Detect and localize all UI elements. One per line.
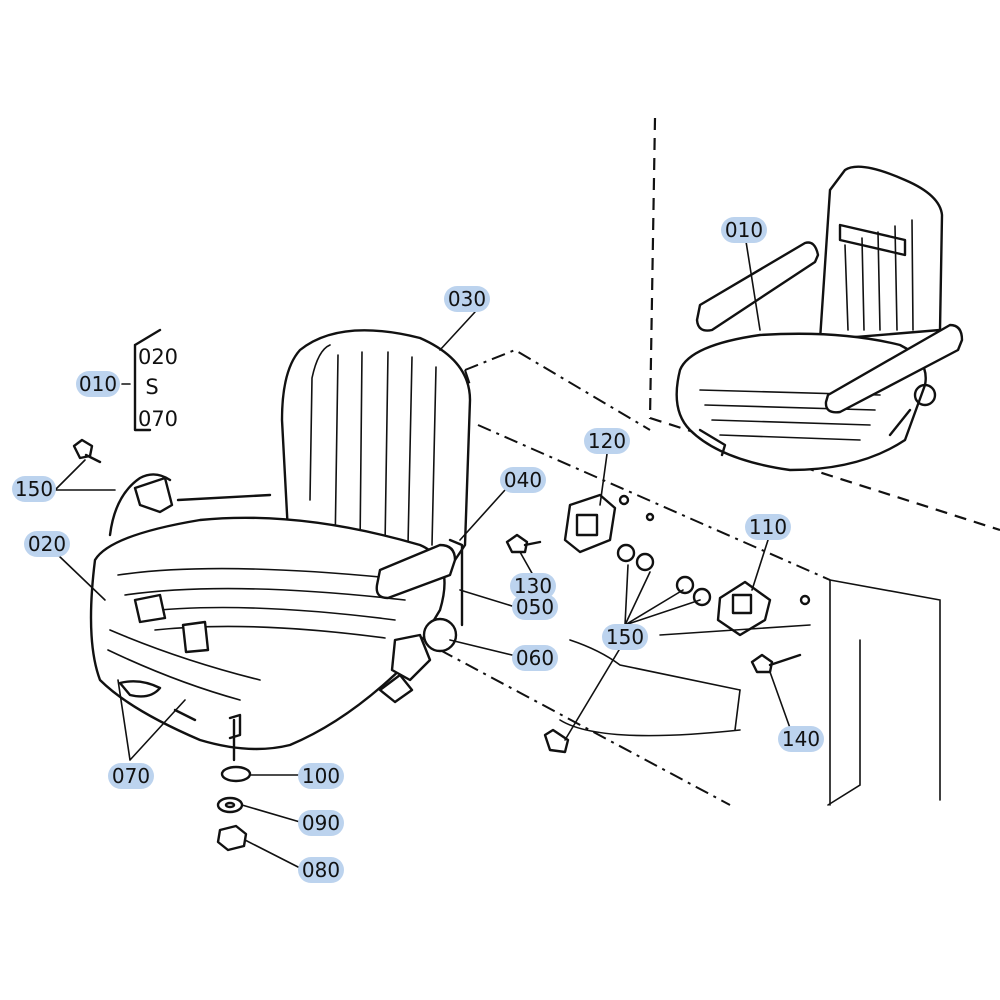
callout-070: 070 bbox=[108, 763, 154, 789]
callout-090: 090 bbox=[298, 810, 344, 836]
range-top-label: 020 bbox=[138, 345, 178, 369]
svg-text:010: 010 bbox=[725, 218, 763, 242]
range-bottom-label: 070 bbox=[138, 407, 178, 431]
callout-110: 110 bbox=[745, 514, 791, 540]
svg-text:150: 150 bbox=[606, 625, 644, 649]
callout-060: 060 bbox=[512, 645, 558, 671]
svg-text:090: 090 bbox=[302, 811, 340, 835]
callout-150-left: 150 bbox=[12, 476, 56, 502]
svg-text:020: 020 bbox=[28, 532, 66, 556]
svg-text:120: 120 bbox=[588, 429, 626, 453]
leader-lines bbox=[54, 234, 811, 869]
callout-030: 030 bbox=[444, 286, 490, 312]
svg-text:130: 130 bbox=[514, 574, 552, 598]
callout-120: 120 bbox=[584, 428, 630, 454]
svg-text:070: 070 bbox=[112, 764, 150, 788]
svg-text:110: 110 bbox=[749, 515, 787, 539]
svg-text:100: 100 bbox=[302, 764, 340, 788]
callout-040: 040 bbox=[500, 467, 546, 493]
callout-020: 020 bbox=[24, 531, 70, 557]
machine-panel-outline bbox=[439, 348, 941, 806]
callout-100: 100 bbox=[298, 763, 344, 789]
svg-text:030: 030 bbox=[448, 287, 486, 311]
callout-150-center: 150 bbox=[602, 624, 648, 650]
callout-130: 130 bbox=[510, 573, 556, 599]
svg-text:060: 060 bbox=[516, 646, 554, 670]
svg-text:010: 010 bbox=[79, 372, 117, 396]
range-separator: S bbox=[145, 375, 158, 399]
main-seat bbox=[89, 329, 472, 751]
svg-text:140: 140 bbox=[782, 727, 820, 751]
svg-text:150: 150 bbox=[15, 477, 53, 501]
inset-panel bbox=[648, 117, 1000, 532]
hardware-parts bbox=[72, 438, 811, 852]
callout-010-inset: 010 bbox=[721, 217, 767, 243]
callout-140: 140 bbox=[778, 726, 824, 752]
range-020-to-070: 020 S 070 bbox=[138, 345, 178, 431]
svg-text:040: 040 bbox=[504, 468, 542, 492]
callout-010-main: 010 bbox=[76, 371, 120, 397]
svg-text:080: 080 bbox=[302, 858, 340, 882]
callout-080: 080 bbox=[298, 857, 344, 883]
callout-050: 050 bbox=[512, 594, 558, 620]
